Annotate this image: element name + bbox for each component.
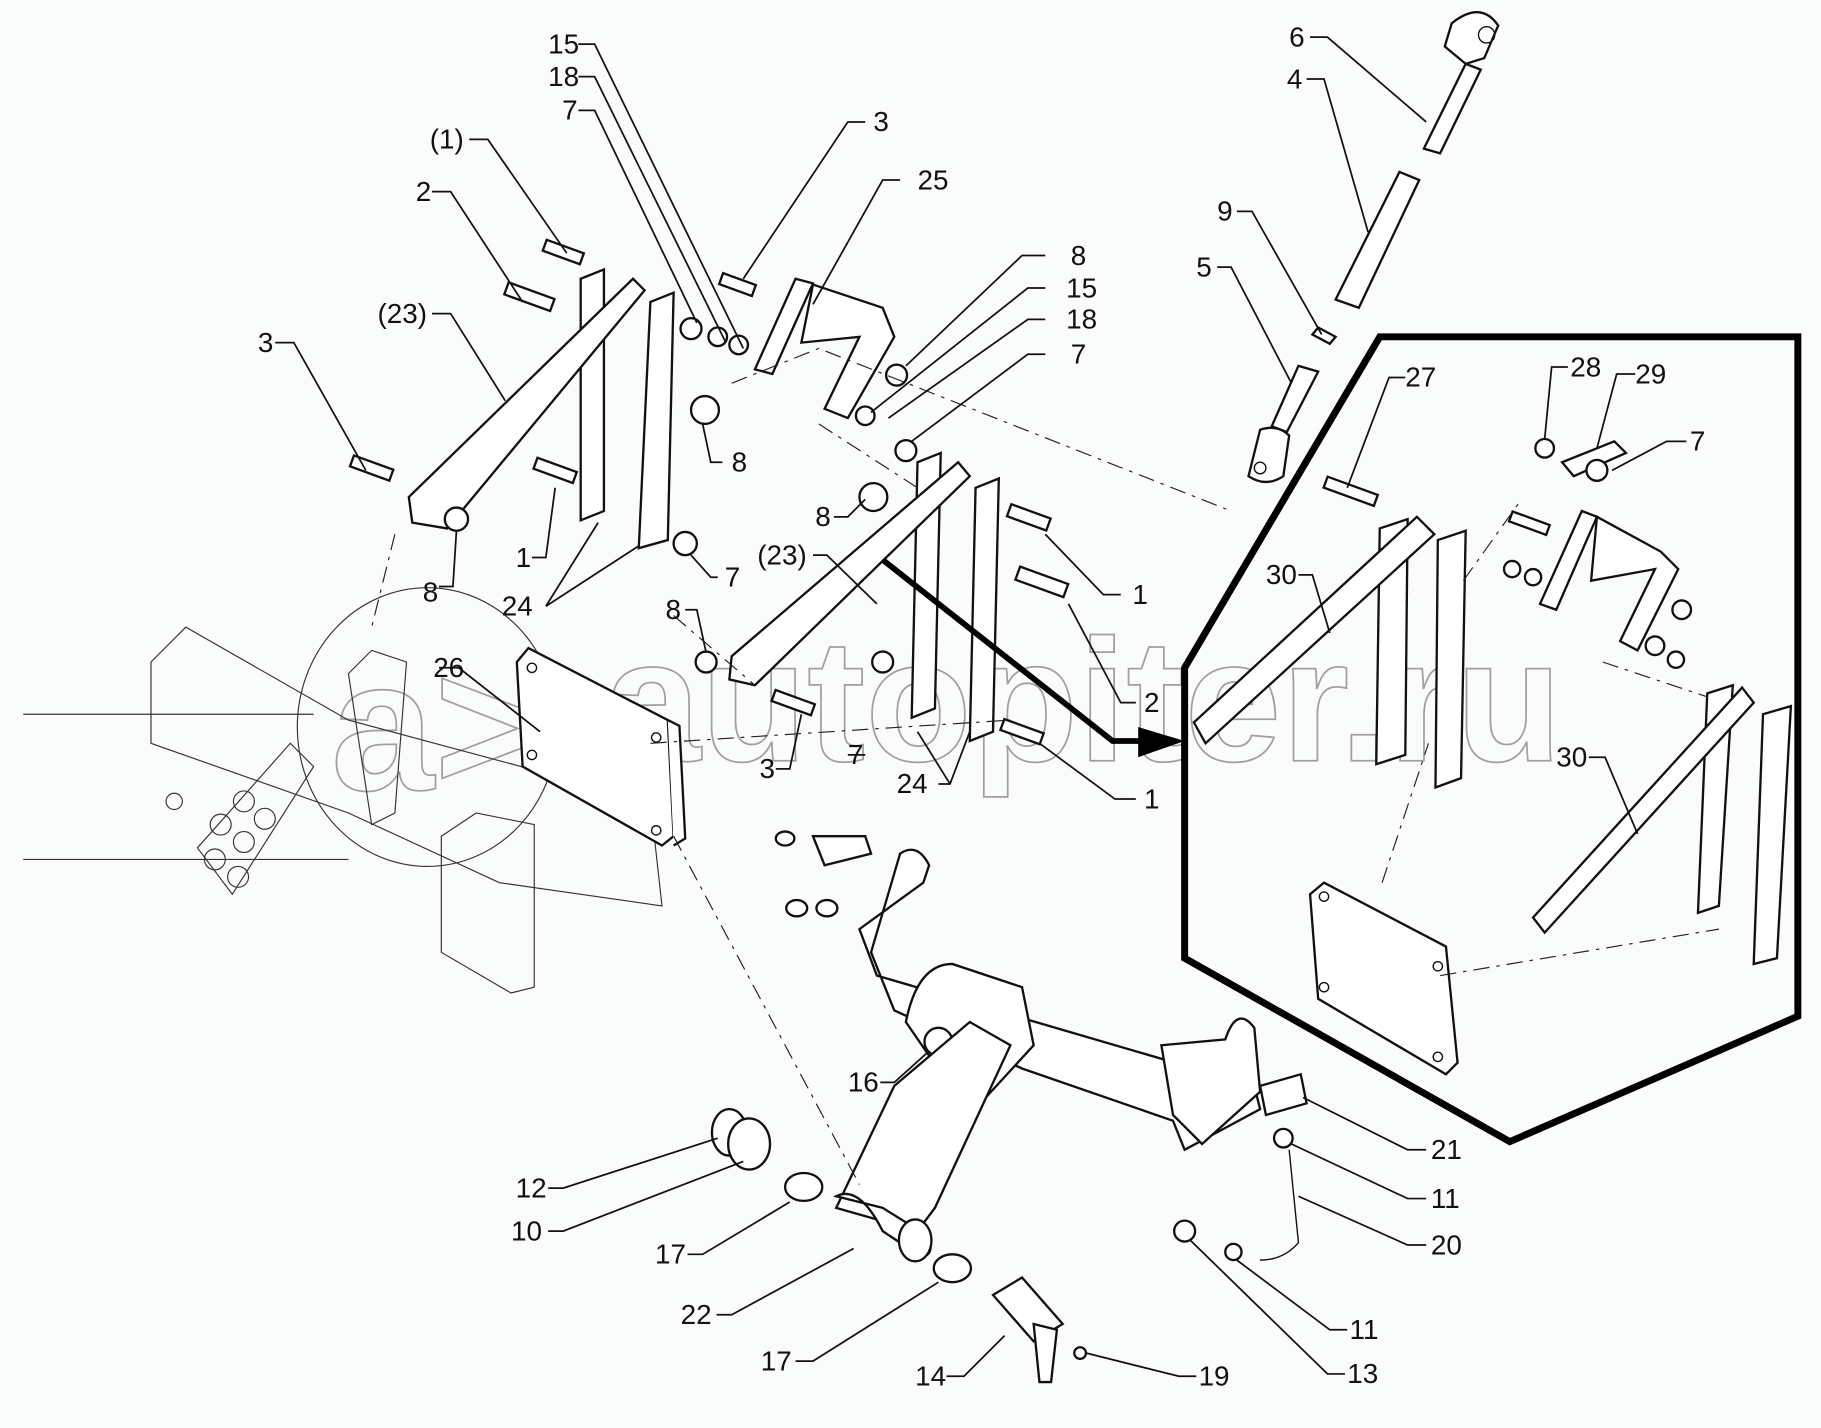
assembly-lines [371, 347, 1719, 1185]
washer-icon [727, 1117, 772, 1171]
reference-arrow-icon [880, 557, 1185, 758]
callout-11: 11 [1431, 1183, 1460, 1214]
top-link [1247, 11, 1500, 484]
callout-19: 19 [1199, 1361, 1230, 1392]
pin-icon [991, 1276, 1065, 1343]
callout-7: 7 [848, 739, 864, 770]
callout-1: 1 [1144, 783, 1160, 814]
callout-24: 24 [897, 768, 928, 799]
callout-30: 30 [1266, 559, 1297, 590]
callout-1-parenthesized: (1) [430, 124, 464, 155]
callout-10: 10 [511, 1215, 542, 1246]
inset-assembly [1192, 437, 1793, 1076]
bushing-icon [783, 1171, 824, 1203]
callout-15: 15 [548, 28, 579, 59]
callout-6: 6 [1289, 21, 1305, 52]
callout-2: 2 [416, 176, 431, 207]
callout-18: 18 [548, 61, 579, 92]
callout-14: 14 [915, 1361, 946, 1392]
callout-12: 12 [516, 1172, 547, 1203]
callout-30: 30 [1556, 742, 1587, 773]
callout-8: 8 [423, 577, 439, 608]
inset-frame [1181, 333, 1802, 1146]
callout-24: 24 [502, 591, 533, 622]
callout-labels: 15 18 7 (1) 2 (23) 3 1 8 24 8 7 3 25 8 1… [258, 21, 1706, 1391]
callout-16: 16 [848, 1067, 879, 1098]
callout-26: 26 [433, 652, 464, 683]
callout-4: 4 [1287, 63, 1303, 94]
hitch-assembly [710, 830, 1308, 1384]
callout-17: 17 [655, 1239, 686, 1270]
callout-27: 27 [1405, 362, 1436, 393]
callout-3: 3 [258, 327, 274, 358]
callout-7: 7 [562, 95, 578, 126]
callout-18: 18 [1066, 304, 1097, 335]
callout-11: 11 [1350, 1314, 1379, 1345]
callout-22: 22 [681, 1299, 712, 1330]
nut-icon [443, 317, 750, 557]
bolt-icon [770, 502, 1070, 746]
latch-icon [1258, 1072, 1308, 1117]
tractor-frame [23, 626, 663, 994]
grease-nipple-icon [1073, 1346, 1088, 1360]
callout-8: 8 [732, 447, 748, 478]
callout-3: 3 [760, 753, 775, 784]
upper-left-bracket [348, 238, 896, 557]
callout-7: 7 [1690, 426, 1706, 457]
callout-9: 9 [1217, 196, 1232, 227]
callout-2: 2 [1144, 687, 1160, 718]
leader-lines [275, 36, 1687, 1378]
callout-8: 8 [665, 594, 681, 625]
callout-3: 3 [873, 106, 889, 137]
center-bracket [694, 363, 1070, 746]
callout-20: 20 [1431, 1229, 1462, 1260]
callout-8: 8 [815, 501, 830, 532]
callout-25: 25 [918, 164, 949, 195]
bolt-icon [348, 238, 758, 485]
callout-1: 1 [1132, 579, 1148, 610]
callout-7: 7 [725, 562, 741, 593]
callout-17: 17 [761, 1345, 792, 1376]
callout-23-parenthesized: (23) [377, 298, 427, 329]
bushing-icon [932, 1253, 973, 1284]
callout-28: 28 [1570, 351, 1601, 382]
callout-23-parenthesized: (23) [757, 539, 807, 570]
callout-5: 5 [1196, 251, 1212, 282]
callout-29: 29 [1635, 358, 1666, 389]
callout-13: 13 [1347, 1358, 1378, 1389]
mounting-plate [515, 646, 687, 847]
callout-15: 15 [1066, 272, 1097, 303]
callout-8: 8 [1071, 240, 1087, 271]
callout-21: 21 [1431, 1134, 1462, 1165]
callout-7: 7 [1071, 339, 1087, 370]
callout-1: 1 [516, 542, 532, 573]
